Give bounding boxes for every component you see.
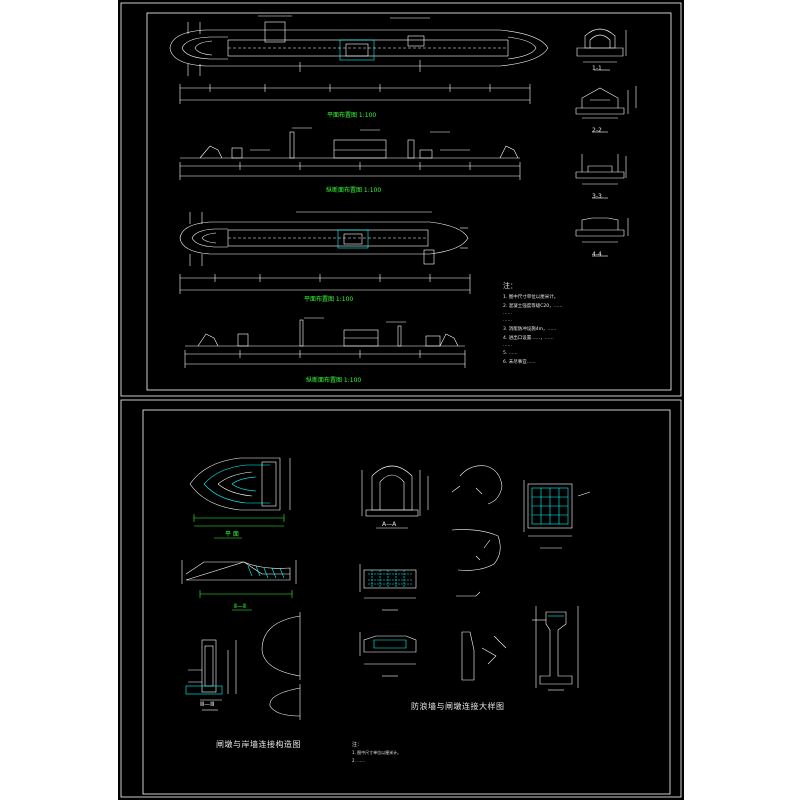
detail-label-a-a: A—A	[382, 521, 397, 528]
sheet-2-outer-border	[120, 399, 682, 798]
section-view-2	[179, 127, 521, 180]
detail-label-plan: 平 面	[225, 531, 239, 538]
section-views	[575, 28, 637, 257]
note-line: 4. 进出口设置……，……	[503, 336, 554, 341]
note-line: 2. 混凝土强度等级C20，……	[503, 304, 563, 309]
view-title-1: 平面布置图 1:100	[327, 112, 377, 119]
sheet-1-notes: 注： 1. 图中尺寸单位以厘米计。 2. 混凝土强度等级C20，…… …… ………	[503, 281, 653, 365]
sheet-1-outer-border	[120, 2, 682, 397]
column-detail	[185, 612, 301, 720]
note-line: 1. 图中尺寸单位以厘米计。	[352, 750, 402, 755]
grid-plan	[523, 480, 591, 549]
section-view-4	[184, 317, 466, 368]
note-line: ……	[503, 311, 512, 316]
section-label-1: 1-1	[592, 65, 602, 72]
parapet-section	[532, 606, 579, 691]
view-title-3: 平面布置图 1:100	[304, 296, 354, 303]
notes-heading: 注：	[503, 282, 517, 290]
section-2-2	[181, 560, 297, 611]
section-label-4: 4-4	[592, 251, 602, 258]
plan-view-1	[169, 15, 549, 104]
sheet-2-inner-border	[142, 409, 671, 795]
sheet-2	[120, 399, 682, 798]
pier-head-plan	[189, 457, 291, 539]
sheet-2-title-center: 防浪墙与闸墩连接大样图	[411, 702, 505, 711]
sheet-1	[120, 2, 682, 397]
note-line: ……	[503, 343, 512, 348]
section-label-2: 2-2	[592, 127, 602, 134]
detail-label-2-2: Ⅱ—Ⅱ	[234, 603, 246, 610]
sheet-2-notes: 注： 1. 图中尺寸单位以厘米计。 2. ……	[352, 741, 492, 763]
section-label-3: 3-3	[592, 193, 602, 200]
note-line: 3. 消能防冲设施4m，……	[503, 327, 557, 332]
note-line: 5. ……	[503, 351, 518, 356]
sheet-1-inner-border	[146, 12, 672, 391]
note-line: ……	[503, 318, 512, 323]
view-title-2: 纵断面布置图 1:100	[326, 187, 382, 194]
view-title-4: 纵断面布置图 1:100	[306, 377, 362, 384]
sheet-2-title-left: 闸墩与岸墙连接构造图	[216, 740, 301, 749]
detail-label-3-3: Ⅲ—Ⅲ	[200, 701, 215, 708]
arch-gate-detail	[359, 465, 429, 677]
curved-details	[451, 465, 507, 681]
note-line: 2. ……	[352, 758, 366, 763]
note-line: 1. 图中尺寸单位以厘米计。	[503, 295, 559, 300]
notes-heading: 注：	[352, 742, 363, 748]
note-line: 6. 未尽事宜……	[503, 360, 536, 365]
plan-view-3	[179, 211, 471, 294]
